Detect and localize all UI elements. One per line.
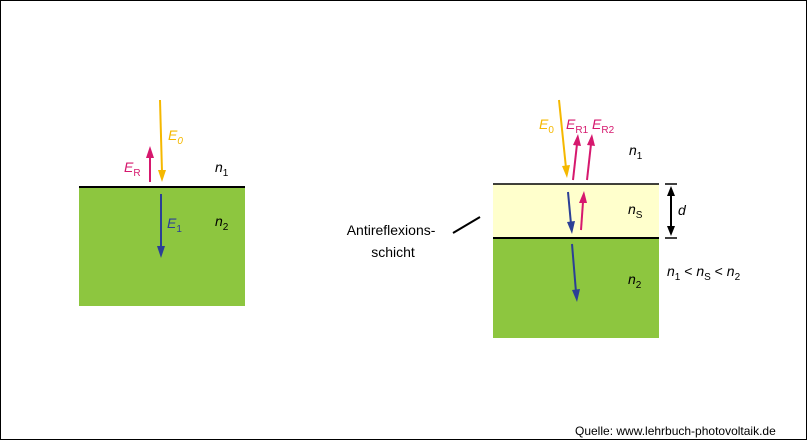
layer-label-pointer — [452, 216, 481, 234]
left-n1-label: n1 — [215, 159, 229, 179]
right-ns-label: nS — [628, 201, 643, 221]
left-incident-arrow — [158, 99, 166, 182]
layer-label-line-1: Antireflexions- — [347, 222, 436, 238]
left-e1-label: E1 — [167, 215, 182, 235]
refractive-index-relation: n1 < nS < n2 — [667, 263, 741, 283]
right-er1-label: ER1 — [566, 116, 589, 136]
right-reflected-arrow-1 — [572, 134, 581, 181]
right-n1-label: n1 — [629, 142, 643, 162]
right-reflected-arrow-2 — [586, 134, 595, 181]
right-e0-label: E0 — [539, 116, 554, 136]
right-diagram: E0 ER1 ER2 n1 nS n2 d Antireflexions- sc… — [347, 99, 741, 338]
left-er-label: ER — [124, 159, 141, 179]
thickness-dimension — [665, 183, 677, 239]
layer-label-line-2: schicht — [371, 244, 415, 260]
left-n2-label: n2 — [215, 213, 229, 233]
left-diagram: E0 ER E1 n1 n2 — [79, 99, 245, 306]
right-substrate-transmitted-arrow — [571, 243, 580, 302]
left-e0-label: E0 — [168, 127, 183, 147]
thickness-d-label: d — [678, 202, 687, 218]
right-n2-label: n2 — [628, 271, 642, 291]
left-transmitted-arrow — [157, 194, 165, 258]
right-coating-layer — [493, 184, 659, 238]
right-incident-arrow — [558, 99, 570, 178]
right-coating-transmitted-arrow — [567, 191, 575, 234]
right-er2-label: ER2 — [592, 116, 615, 136]
left-reflected-arrow — [146, 146, 154, 182]
layer-label: Antireflexions- schicht — [347, 222, 440, 260]
right-coating-reflected-arrow — [579, 191, 587, 231]
source-credit: Quelle: www.lehrbuch-photovoltaik.de — [575, 424, 776, 438]
